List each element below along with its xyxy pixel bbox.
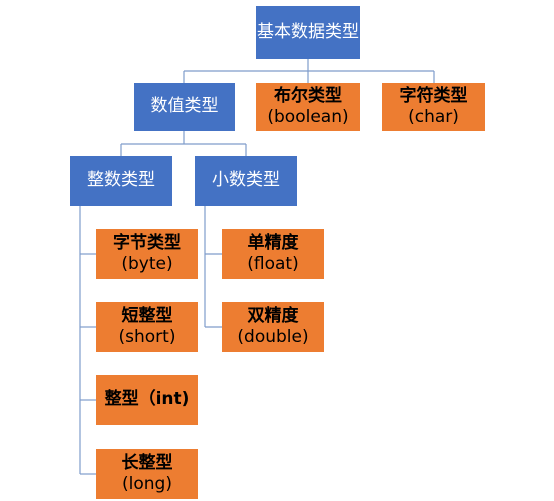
node-long-type: 长整型 (long) xyxy=(96,449,198,499)
node-primitive-types: 基本数据类型 xyxy=(256,6,360,59)
node-double-type-label: 双精度 xyxy=(247,305,299,326)
node-decimal-types-label: 小数类型 xyxy=(212,170,280,191)
node-float-type-label: 单精度 xyxy=(247,232,299,253)
node-double-type: 双精度 (double) xyxy=(222,302,324,352)
node-boolean-type-label: 布尔类型 xyxy=(274,85,342,106)
node-int-type: 整型（int) xyxy=(96,375,198,425)
node-char-type-label: 字符类型 xyxy=(399,85,468,106)
node-decimal-types: 小数类型 xyxy=(195,156,297,206)
node-numeric-types: 数值类型 xyxy=(134,83,235,131)
node-int-type-label: 整型（int) xyxy=(104,389,190,410)
node-char-type-keyword: (char) xyxy=(408,107,459,127)
node-primitive-types-label: 基本数据类型 xyxy=(257,21,359,42)
node-double-type-keyword: (double) xyxy=(237,327,309,347)
node-byte-type-keyword: (byte) xyxy=(121,254,173,274)
node-float-type: 单精度 (float) xyxy=(222,229,324,279)
node-numeric-types-label: 数值类型 xyxy=(150,96,219,117)
node-short-type: 短整型 (short) xyxy=(96,302,198,352)
node-boolean-type: 布尔类型 (boolean) xyxy=(256,83,360,131)
node-integer-types: 整数类型 xyxy=(70,156,172,206)
node-short-type-label: 短整型 xyxy=(121,305,173,326)
node-char-type: 字符类型 (char) xyxy=(382,83,485,131)
node-long-type-label: 长整型 xyxy=(121,452,173,473)
node-short-type-keyword: (short) xyxy=(118,327,176,347)
node-byte-type: 字节类型 (byte) xyxy=(96,229,198,279)
node-boolean-type-keyword: (boolean) xyxy=(267,107,349,127)
node-float-type-keyword: (float) xyxy=(247,254,299,274)
node-byte-type-label: 字节类型 xyxy=(113,232,181,253)
node-integer-types-label: 整数类型 xyxy=(87,170,155,191)
node-long-type-keyword: (long) xyxy=(122,474,172,494)
